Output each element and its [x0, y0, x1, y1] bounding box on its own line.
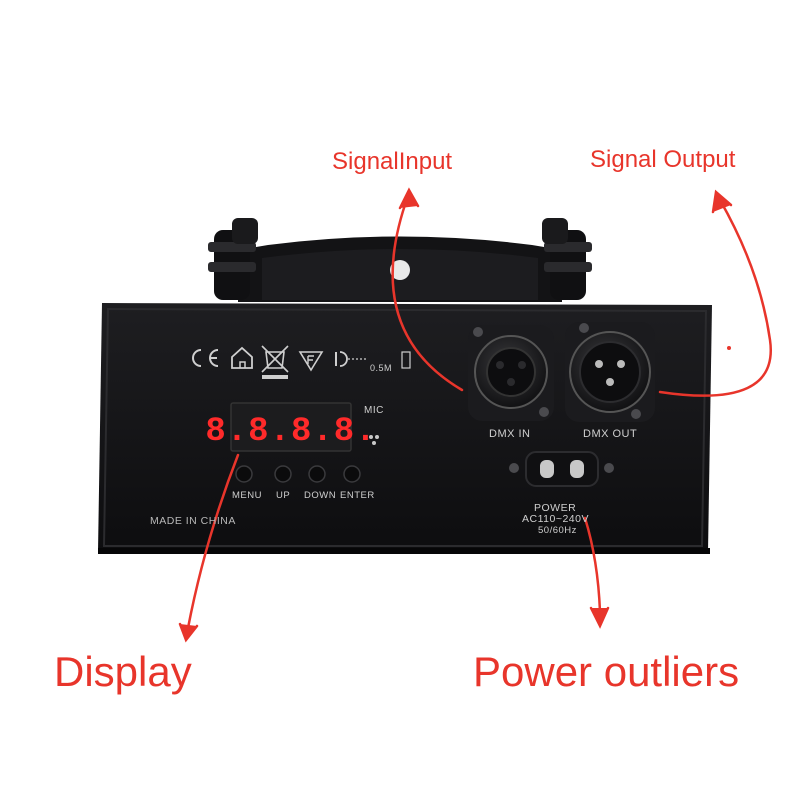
- down-button-label: DOWN: [304, 490, 337, 501]
- mounting-bracket: [208, 218, 592, 302]
- distance-mark-label: 0.5M: [370, 363, 393, 373]
- down-button: [308, 465, 326, 483]
- annotation-arrows: [178, 187, 773, 643]
- certification-marks: [192, 345, 411, 379]
- display-callout: Display: [54, 648, 192, 695]
- menu-button: [235, 465, 253, 483]
- display-screen-area: [231, 403, 351, 451]
- made-in-label: MADE IN CHINA: [150, 515, 236, 527]
- menu-button-label: MENU: [232, 490, 262, 501]
- mic-holes: [369, 435, 379, 445]
- dmx-in-connector: [468, 325, 554, 421]
- stray-dot: [727, 346, 731, 350]
- enter-button-label: ENTER: [340, 490, 375, 501]
- led-display: 8.8.8.8.: [205, 402, 376, 452]
- mic-label: MIC: [364, 405, 384, 416]
- up-button-label: UP: [276, 490, 291, 501]
- dmx-out-label: DMX OUT: [583, 428, 638, 440]
- power-label: POWER: [534, 502, 577, 514]
- dmx-out-connector: [565, 322, 655, 422]
- control-buttons: [235, 465, 361, 483]
- signal-output-callout: Signal Output: [590, 146, 736, 173]
- power-inlet: [509, 451, 614, 487]
- dmx-in-label: DMX IN: [489, 428, 531, 440]
- power-frequency-label: 50/60Hz: [538, 525, 577, 536]
- display-readout: 8.8.8.8.: [205, 413, 376, 451]
- power-callout: Power outliers: [473, 648, 740, 695]
- power-voltage-label: AC110~240V: [522, 513, 589, 525]
- signal-input-callout: SignalInput: [332, 148, 453, 175]
- enter-button: [343, 465, 361, 483]
- up-button: [274, 465, 292, 483]
